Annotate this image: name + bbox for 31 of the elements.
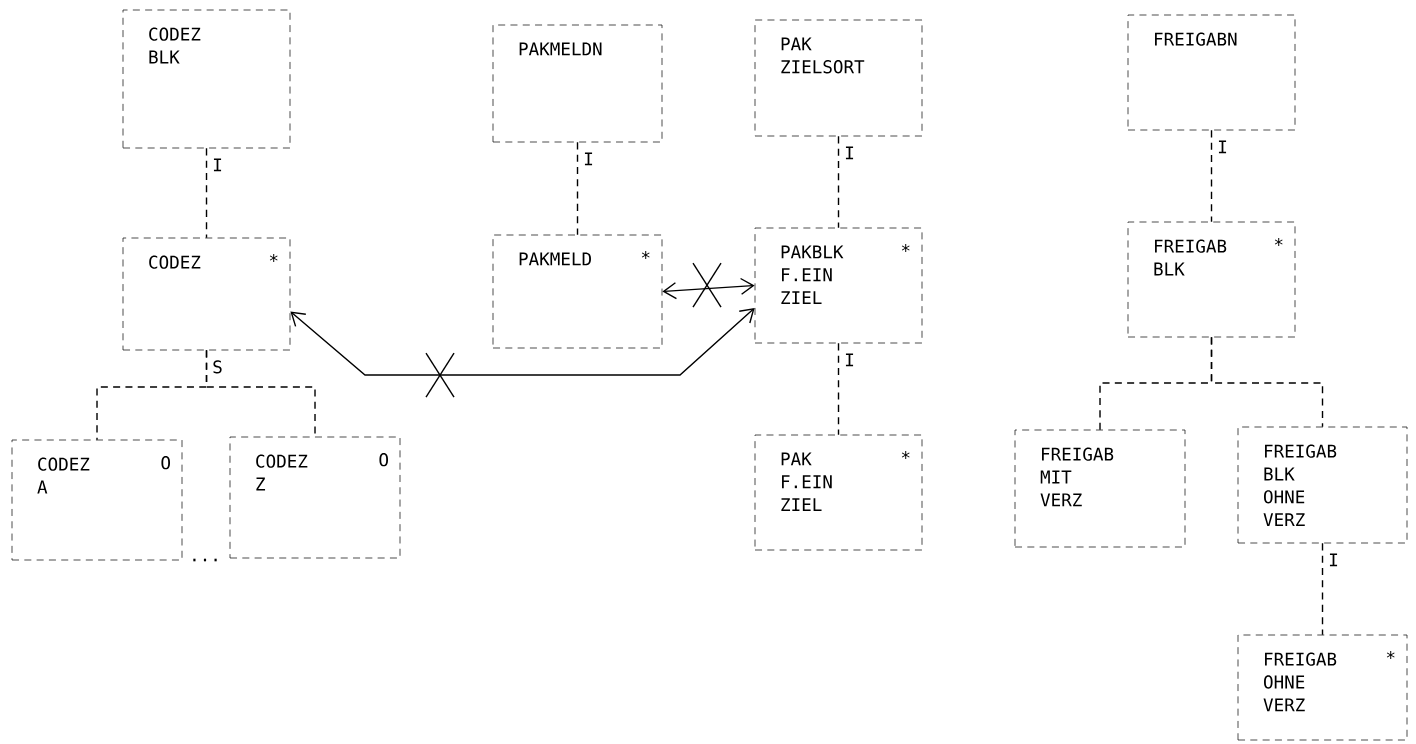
structure-box: FREIGAB BLK * <box>1127 221 1296 338</box>
connector-line <box>837 135 840 229</box>
structure-box: FREIGAB MIT VERZ <box>1014 429 1186 548</box>
structure-box: FREIGAB OHNE VERZ * <box>1237 634 1408 741</box>
edge-label: I <box>1218 140 1227 154</box>
structure-box: FREIGABN <box>1127 14 1296 131</box>
structure-box: PAKMELD * <box>492 234 663 349</box>
connector-line <box>205 147 208 239</box>
edge-label: I <box>845 146 854 160</box>
structure-box: CODEZ * <box>122 237 291 351</box>
edge-label: I <box>1329 553 1338 567</box>
edge-label: S <box>213 360 222 374</box>
crossed-arrow <box>290 308 755 398</box>
ellipsis: ... <box>193 558 217 562</box>
connector-line <box>1321 542 1324 636</box>
connector-line <box>837 342 840 436</box>
structure-box: CODEZ BLK <box>122 9 291 149</box>
structure-box: CODEZ Z O <box>229 436 401 559</box>
structure-box: FREIGAB BLK OHNE VERZ <box>1237 426 1408 544</box>
connector-line <box>1210 336 1324 428</box>
structure-box: PAK F.EIN ZIEL * <box>754 434 923 551</box>
crossed-arrow <box>662 262 755 308</box>
edge-label: I <box>584 152 593 166</box>
connector-line <box>576 141 579 236</box>
edge-label: I <box>845 353 854 367</box>
structure-box: PAK ZIELSORT <box>754 19 923 137</box>
connector-line <box>1210 129 1213 223</box>
structure-box: PAKBLK F.EIN ZIEL * <box>754 227 923 344</box>
edge-label: I <box>213 158 222 172</box>
structure-box: PAKMELDN <box>492 24 663 143</box>
structure-box: CODEZ A O <box>11 439 183 561</box>
